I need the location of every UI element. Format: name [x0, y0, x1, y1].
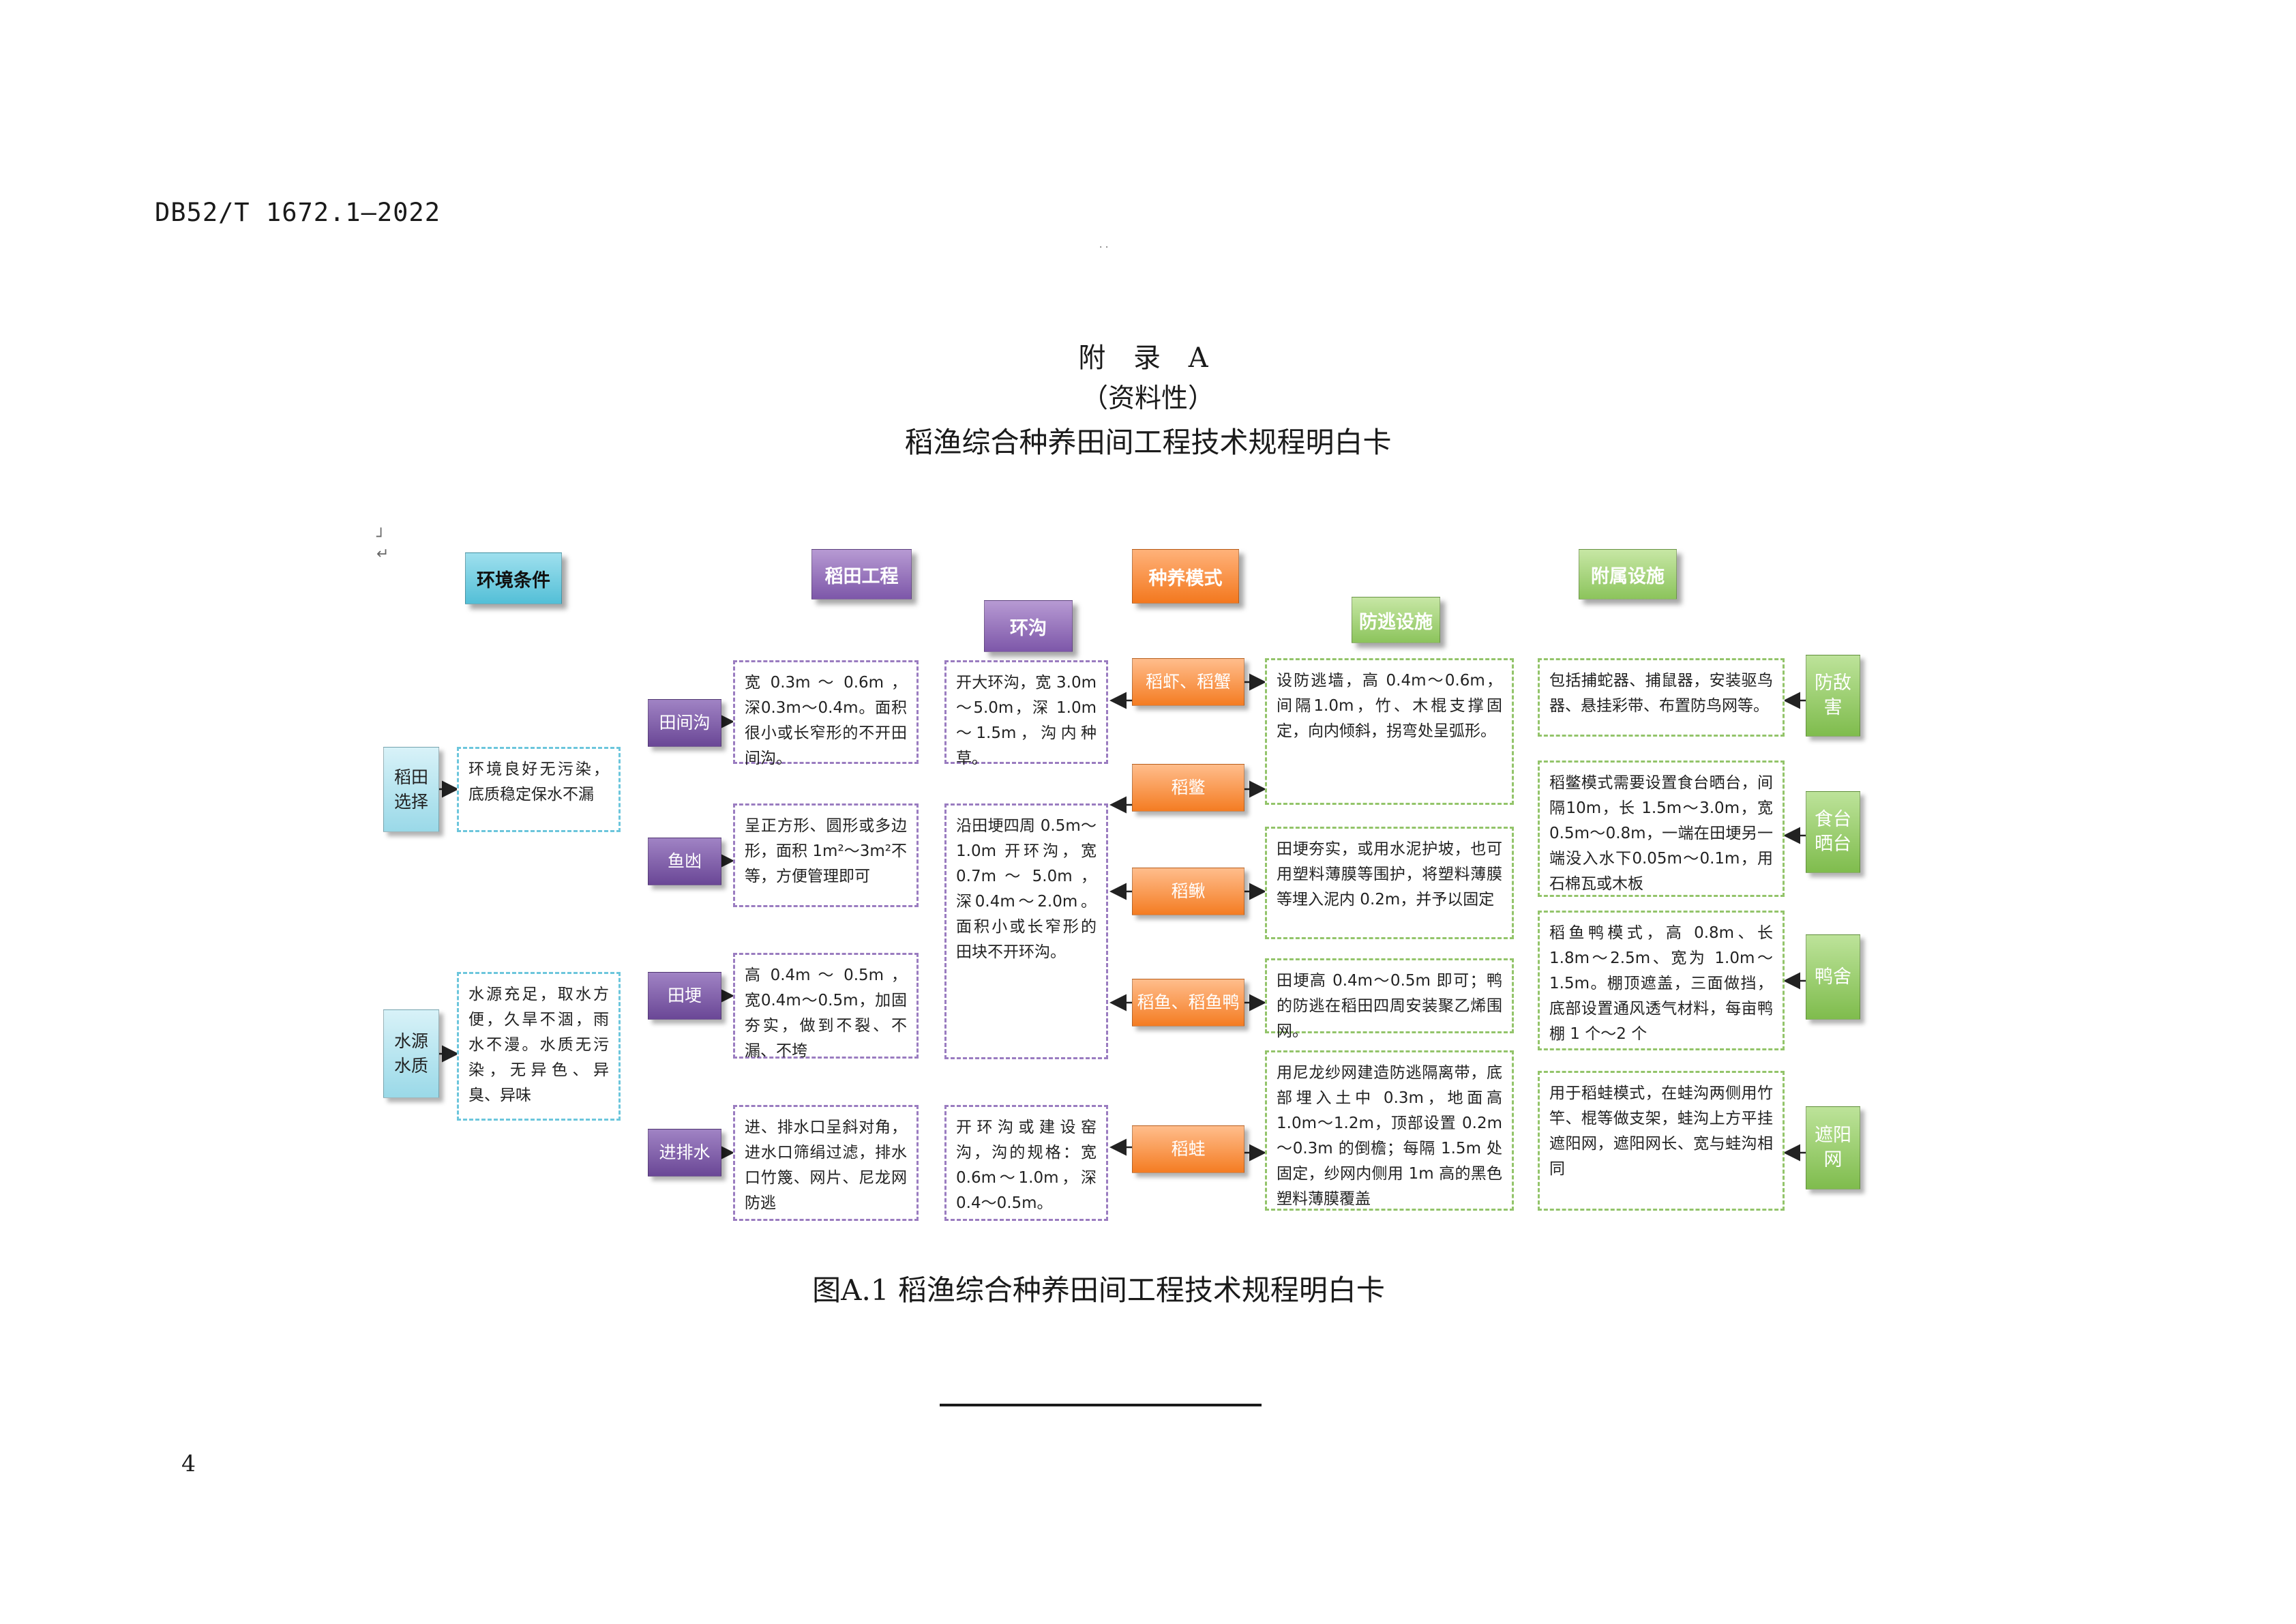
header-escape: 防逃设施 [1352, 597, 1440, 643]
mode-label-shrimp-crab: 稻虾、稻蟹 [1132, 658, 1244, 706]
mode-label-frog: 稻蛙 [1132, 1125, 1244, 1173]
document-code: DB52/T 1672.1—2022 [155, 198, 441, 227]
field-label-inlet: 进排水 [648, 1129, 721, 1177]
page-number: 4 [181, 1450, 196, 1477]
env-label-field-selection: 稻田选择 [383, 747, 439, 832]
aux-label-feeding-platform: 食台晒台 [1806, 791, 1860, 873]
appendix-name: 稻渔综合种养田间工程技术规程明白卡 [904, 426, 1392, 459]
aux-label-predator: 防敌害 [1806, 655, 1860, 737]
aux-text-predator: 包括捕蛇器、捕鼠器，安装驱鸟器、悬挂彩带、布置防鸟网等。 [1538, 658, 1785, 737]
field-label-ditch: 田间沟 [648, 699, 721, 747]
ring-spec-middle: 沿田埂四周 0.5m～1.0m 开环沟，宽0.7m ～ 5.0m ， 深0.4m… [944, 803, 1108, 1059]
header-field: 稻田工程 [811, 549, 912, 600]
aux-text-shade-net: 用于稻蛙模式，在蛙沟两侧用竹竿、棍等做支架，蛙沟上方平挂遮阳网，遮阳网长、宽与蛙… [1538, 1071, 1785, 1211]
header-aux: 附属设施 [1579, 549, 1677, 600]
field-spec-pit: 呈正方形、圆形或多边形，面积 1m²～3m²不等，方便管理即可 [733, 803, 919, 907]
header-env: 环境条件 [465, 552, 562, 604]
end-rule [940, 1404, 1262, 1406]
header-ring: 环沟 [984, 600, 1073, 652]
aux-text-duck-house: 稻鱼鸭模式，高 0.8m、长 1.8m～2.5m、宽为 1.0m～1.5m。棚顶… [1538, 911, 1785, 1050]
appendix-nature: （资料性） [1081, 383, 1214, 414]
field-label-pit: 鱼凼 [648, 838, 721, 885]
escape-text-fish-duck: 田埂高 0.4m～0.5m 即可；鸭的防逃在稻田四周安装聚乙烯围网。 [1265, 958, 1514, 1040]
env-label-water: 水源水质 [383, 1009, 439, 1098]
field-label-ridge: 田埂 [648, 972, 721, 1020]
mode-label-turtle: 稻鳖 [1132, 764, 1244, 812]
aux-label-shade-net: 遮阳网 [1806, 1106, 1860, 1190]
field-spec-ridge: 高 0.4m ～ 0.5m ， 宽0.4m～0.5m，加固夯实，做到不裂、不漏、… [733, 953, 919, 1060]
field-spec-inlet: 进、排水口呈斜对角，进水口筛绢过滤，排水口竹篾、网片、尼龙网防逃 [733, 1105, 919, 1221]
ring-spec-inlet: 开环沟或建设窑沟，沟的规格：宽 0.6m～1.0m，深 0.4～0.5m。 [944, 1105, 1108, 1221]
figure-caption: 图A.1 稻渔综合种养田间工程技术规程明白卡 [812, 1273, 1385, 1307]
ring-spec-ditch: 开大环沟，宽 3.0m～5.0m，深 1.0m～1.5m，沟内种草。 [944, 660, 1108, 767]
corner-mark: ┘↵ [376, 529, 389, 563]
escape-text-loach: 田埂夯实，或用水泥护坡，也可用塑料薄膜等围护，将塑料薄膜等埋入泥内 0.2m，并… [1265, 827, 1514, 939]
header-mode: 种养模式 [1132, 549, 1239, 604]
header-mark: · · [1099, 242, 1109, 253]
aux-text-feeding-platform: 稻鳖模式需要设置食台晒台，间隔10m，长 1.5m～3.0m，宽 0.5m～0.… [1538, 761, 1785, 897]
env-text-water: 水源充足，取水方便，久旱不涸，雨水不漫。水质无污染，无异色、异臭、异味 [457, 972, 621, 1121]
escape-text-frog: 用尼龙纱网建造防逃隔离带，底部埋入土中 0.3m，地面高 1.0m～1.2m，顶… [1265, 1050, 1514, 1211]
mode-label-loach: 稻鳅 [1132, 868, 1244, 915]
aux-label-duck-house: 鸭舍 [1806, 934, 1860, 1020]
escape-text-shrimp-crab: 设防逃墙，高 0.4m～0.6m，间隔1.0m，竹、木棍支撑固定，向内倾斜，拐弯… [1265, 658, 1514, 805]
appendix-title: 附 录 A [1078, 342, 1218, 374]
env-text-field-selection: 环境良好无污染，底质稳定保水不漏 [457, 747, 621, 832]
mode-label-fish-duck: 稻鱼、稻鱼鸭 [1132, 979, 1244, 1027]
field-spec-ditch: 宽 0.3m ～ 0.6m ， 深0.3m～0.4m。面积很小或长窄形的不开田间… [733, 660, 919, 767]
